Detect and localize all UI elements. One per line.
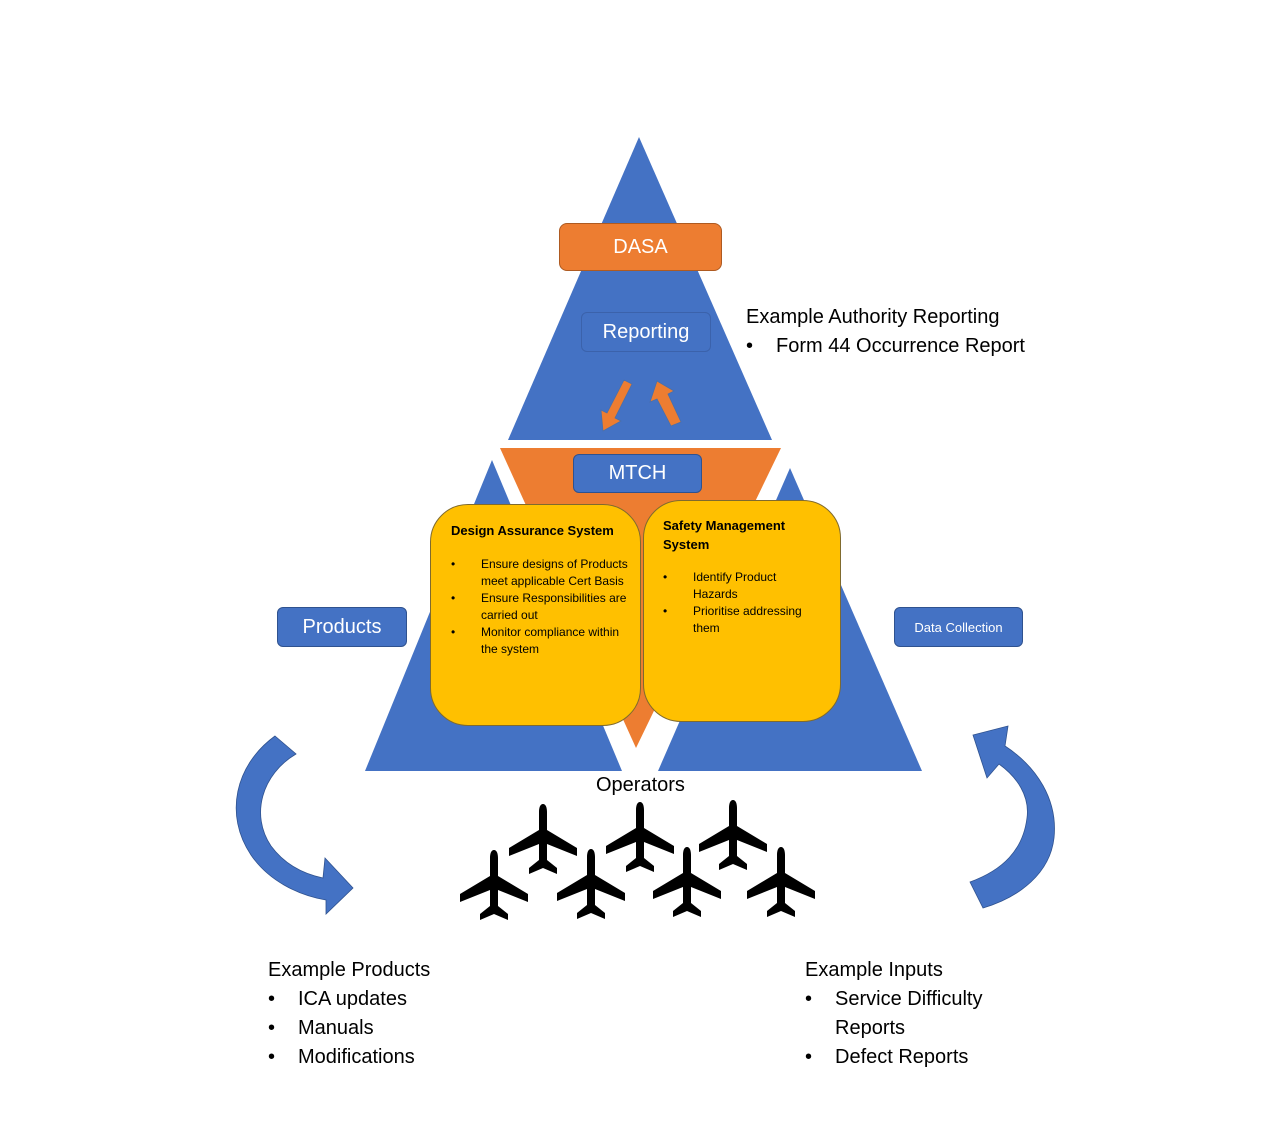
design-assurance-title: Design Assurance System: [451, 523, 614, 538]
list-item: Modifications: [268, 1043, 430, 1072]
list-item: Form 44 Occurrence Report: [746, 332, 1025, 361]
top-triangle: [508, 137, 772, 440]
airplane-icon: [557, 849, 625, 919]
list-item: Identify Product Hazards: [663, 569, 820, 603]
mtch-label: MTCH: [608, 462, 667, 484]
reporting-box: Reporting: [581, 312, 711, 352]
example-products-block: Example Products ICA updates Manuals Mod…: [268, 956, 430, 1072]
arrow-down-icon: [600, 379, 633, 432]
curved-arrow-down-right-icon: [235, 735, 354, 915]
design-assurance-card: Design Assurance System Ensure designs o…: [430, 504, 641, 726]
authority-reporting-heading: Example Authority Reporting: [746, 306, 1000, 328]
safety-management-card: Safety Management System Identify Produc…: [643, 500, 841, 722]
authority-reporting-list: Form 44 Occurrence Report: [746, 332, 1025, 361]
airplane-icon: [699, 800, 767, 870]
reporting-label: Reporting: [602, 320, 690, 343]
curved-arrow-up-left-icon: [969, 725, 1055, 909]
airplane-icon: [606, 802, 674, 872]
products-label: Products: [302, 615, 382, 638]
safety-management-list: Identify Product Hazards Prioritise addr…: [663, 569, 820, 637]
list-item: Manuals: [268, 1014, 430, 1043]
operators-aircraft-group: [460, 800, 815, 920]
airplane-icon: [653, 847, 721, 917]
mtch-box: MTCH: [573, 454, 702, 493]
list-item: ICA updates: [268, 985, 430, 1014]
example-inputs-heading: Example Inputs: [805, 959, 943, 981]
products-box: Products: [277, 607, 407, 647]
example-inputs-list: Service Difficulty Reports Defect Report…: [805, 985, 1025, 1072]
list-item: Ensure designs of Products meet applicab…: [451, 556, 628, 590]
airplane-icon: [747, 847, 815, 917]
list-item: Service Difficulty Reports: [805, 985, 1025, 1043]
data-collection-box: Data Collection: [894, 607, 1023, 647]
example-products-list: ICA updates Manuals Modifications: [268, 985, 430, 1072]
example-inputs-block: Example Inputs Service Difficulty Report…: [805, 956, 1025, 1072]
dasa-box: DASA: [559, 223, 722, 271]
list-item: Defect Reports: [805, 1043, 1025, 1072]
list-item: Ensure Responsibilities are carried out: [451, 590, 628, 624]
airplane-icon: [460, 850, 528, 920]
safety-management-title: Safety Management System: [663, 518, 786, 552]
operators-label: Operators: [596, 774, 685, 796]
list-item: Monitor compliance within the system: [451, 624, 628, 658]
list-item: Prioritise addressing them: [663, 603, 820, 637]
data-collection-label: Data Collection: [914, 619, 1003, 635]
up-down-arrows-icon: [600, 379, 682, 432]
authority-reporting-block: Example Authority Reporting Form 44 Occu…: [746, 303, 1025, 361]
design-assurance-list: Ensure designs of Products meet applicab…: [451, 556, 628, 658]
arrow-up-icon: [649, 380, 682, 427]
airplane-icon: [509, 804, 577, 874]
dasa-label: DASA: [613, 235, 668, 258]
example-products-heading: Example Products: [268, 959, 431, 981]
